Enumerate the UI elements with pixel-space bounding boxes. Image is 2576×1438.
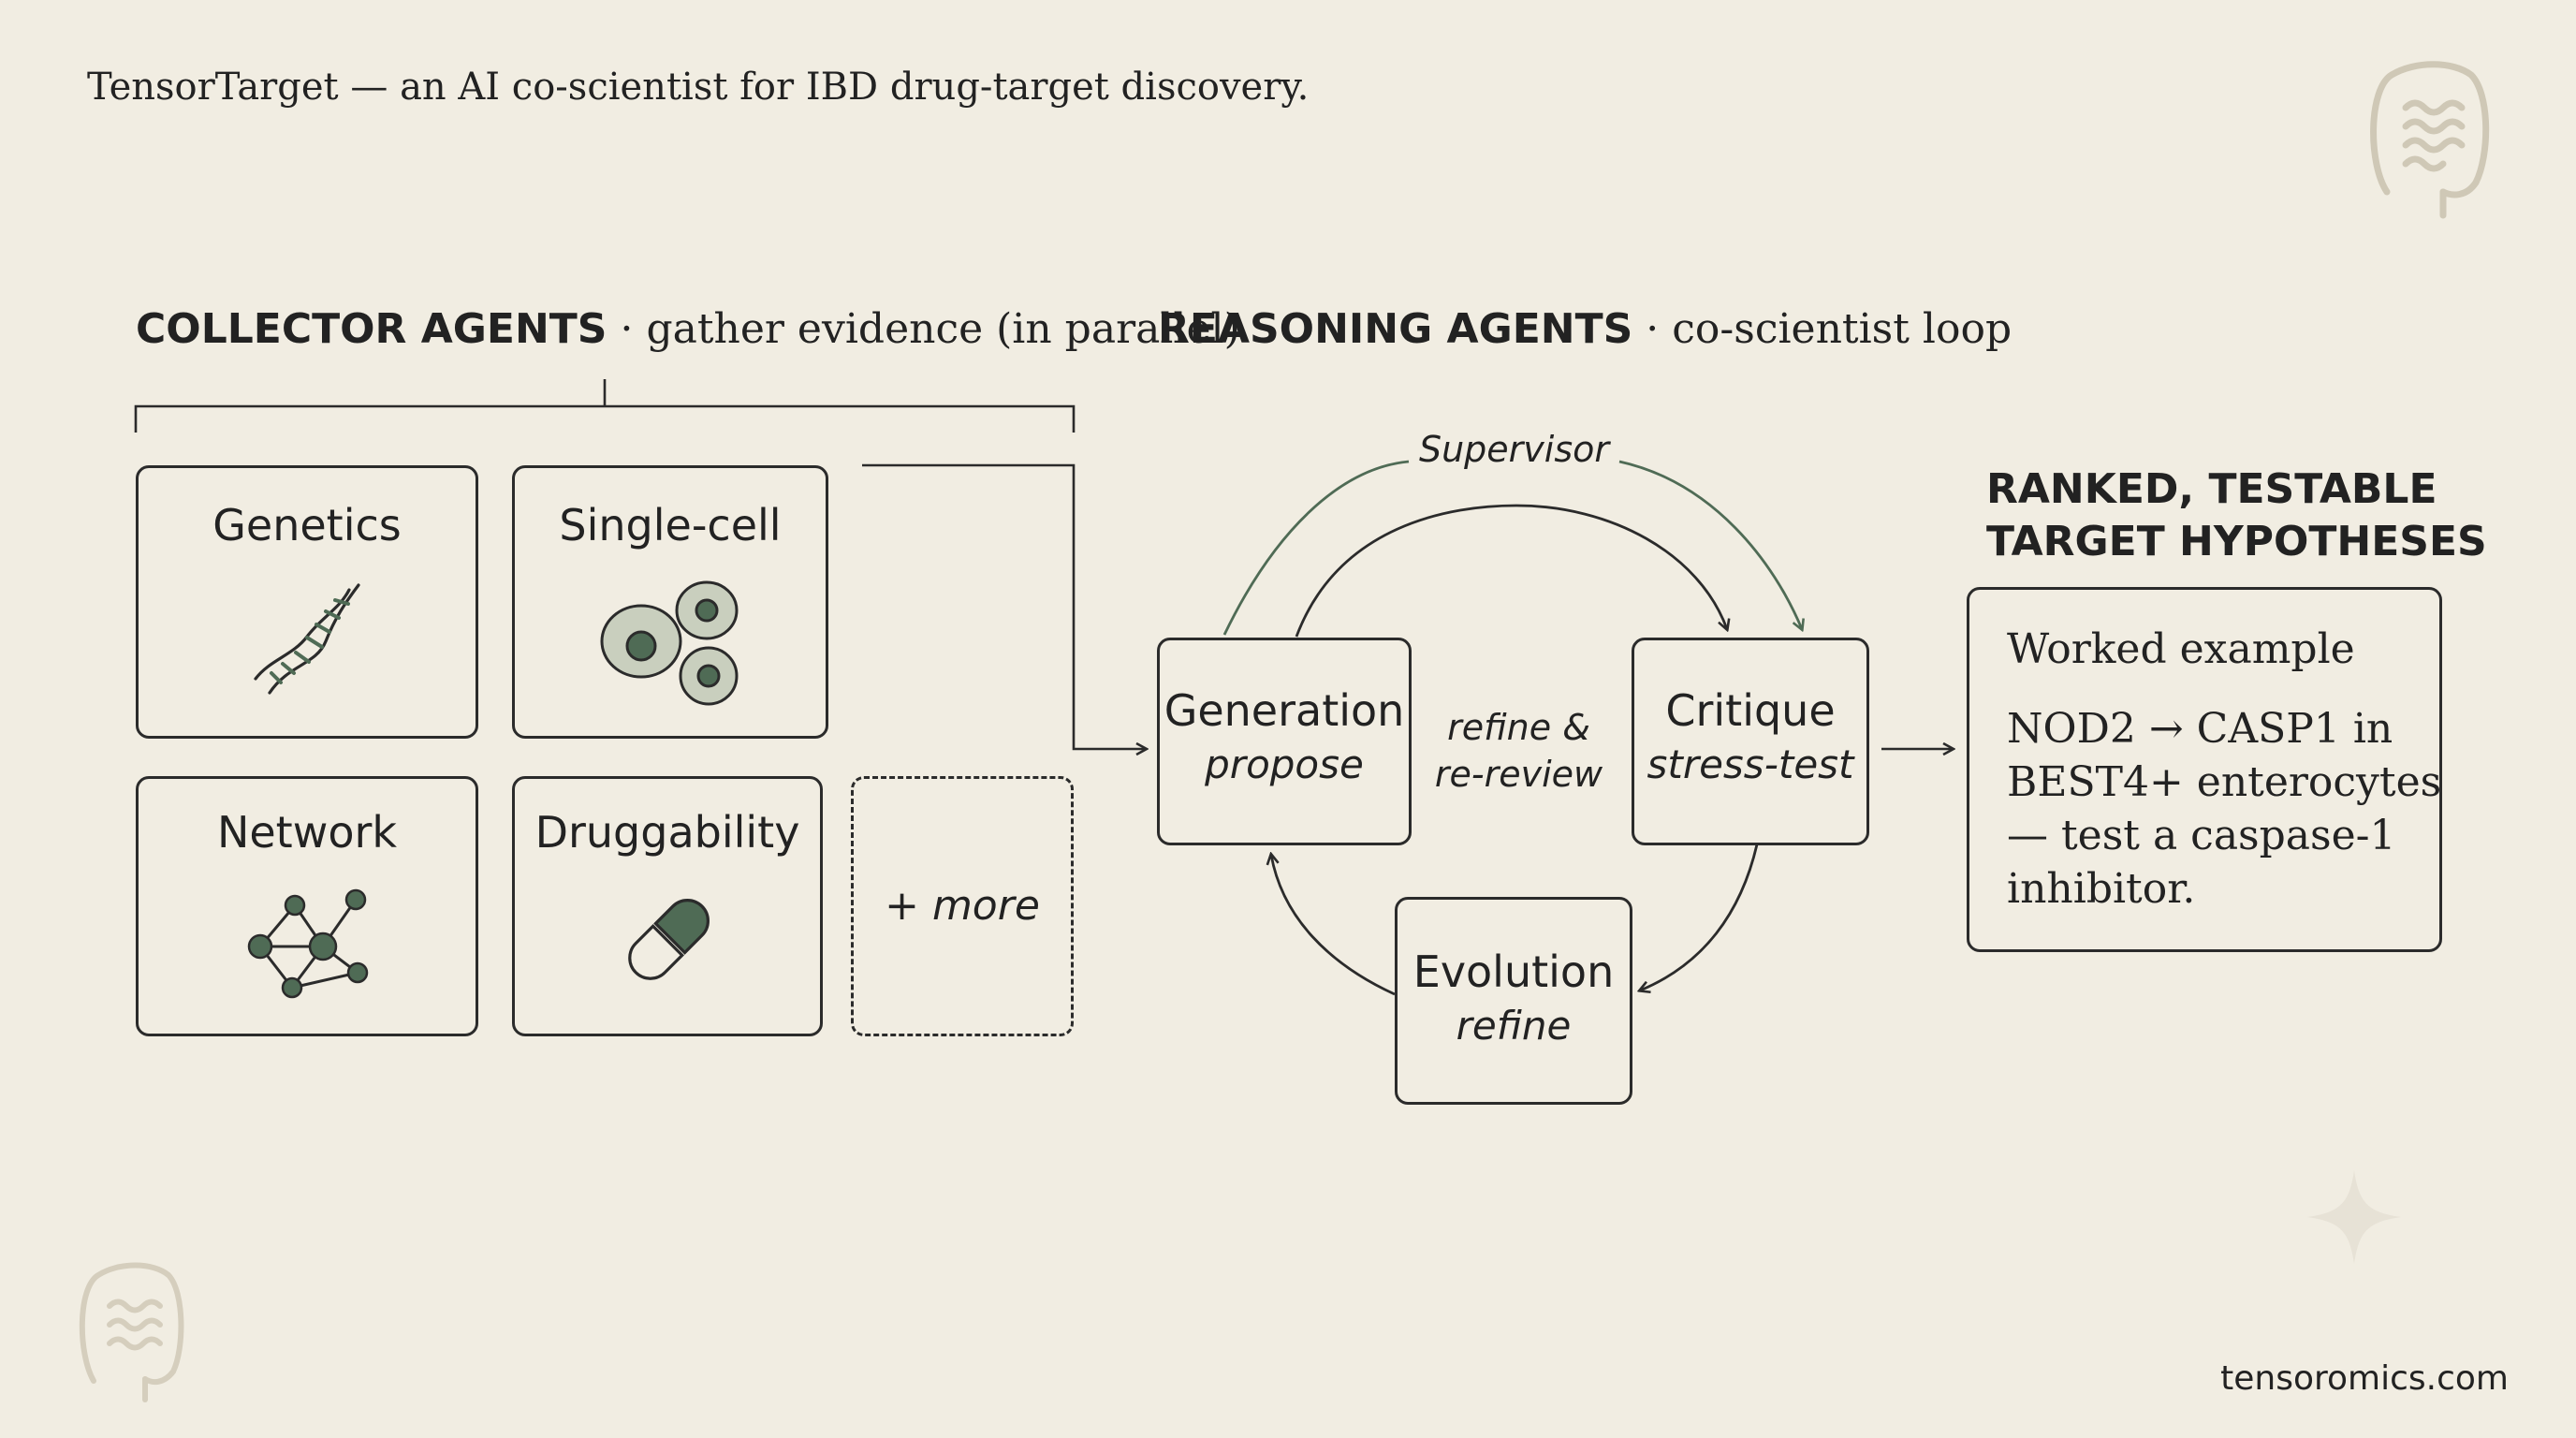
collector-bracket (134, 379, 1076, 433)
loop-label: refine & re-review (1427, 704, 1610, 798)
dna-icon (254, 583, 360, 695)
example-line: NOD2 → CASP1 in (2007, 705, 2393, 753)
example-line: inhibitor. (2007, 865, 2196, 913)
generation-to-critique-arrow (1295, 504, 1727, 638)
evolution-node: Evolution refine (1395, 897, 1632, 1105)
supervisor-left-arc (1222, 460, 1410, 636)
worked-example-text: NOD2 → CASP1 in BEST4+ enterocytes — tes… (2007, 702, 2441, 916)
collector-card-single-cell: Single-cell (512, 465, 828, 739)
collector-heading-bold: COLLECTOR AGENTS (136, 305, 607, 353)
collector-card-genetics: Genetics (136, 465, 478, 739)
output-heading-line-1: RANKED, TESTABLE (1986, 465, 2437, 513)
example-line: — test a caspase-1 (2007, 812, 2396, 859)
node-subtitle: stress-test (1647, 741, 1854, 787)
card-label: + more (885, 882, 1040, 930)
card-label: Network (216, 807, 398, 858)
reasoning-heading-bold: REASONING AGENTS (1158, 305, 1633, 353)
loop-label-line-2: re-review (1434, 754, 1603, 795)
collector-heading: COLLECTOR AGENTS · gather evidence (in p… (136, 305, 1240, 353)
collector-card-network: Network (136, 776, 478, 1036)
worked-example-title: Worked example (2007, 625, 2355, 673)
page-title: TensorTarget — an AI co-scientist for IB… (87, 66, 1310, 109)
card-label: Single-cell (559, 500, 782, 550)
network-icon (247, 888, 369, 999)
generation-node: Generation propose (1157, 638, 1412, 845)
sparkle-icon (2307, 1170, 2401, 1264)
card-label: Genetics (212, 500, 402, 550)
footer-site: tensoromics.com (2220, 1359, 2509, 1398)
reasoning-heading: REASONING AGENTS · co-scientist loop (1158, 305, 2012, 353)
intestine-watermark-icon (79, 1262, 184, 1402)
card-label: Druggability (534, 807, 800, 858)
collector-card-druggability: Druggability (512, 776, 823, 1036)
node-title: Evolution (1412, 946, 1615, 997)
supervisor-label: Supervisor (1418, 429, 1610, 470)
worked-example-box: Worked example NOD2 → CASP1 in BEST4+ en… (1967, 587, 2442, 952)
node-title: Critique (1665, 685, 1836, 736)
collector-to-generation-arrow (862, 463, 1146, 749)
reasoning-heading-rest: · co-scientist loop (1632, 305, 2012, 353)
example-line: BEST4+ enterocytes (2007, 758, 2442, 806)
cells-icon (600, 580, 739, 706)
supervisor-right-arc (1618, 460, 1802, 629)
intestine-watermark-icon (2370, 61, 2490, 219)
critique-to-evolution-arrow (1640, 844, 1759, 990)
evolution-to-generation-arrow (1271, 855, 1396, 996)
loop-label-line-1: refine & (1447, 707, 1590, 748)
pill-icon (628, 899, 710, 980)
output-heading: RANKED, TESTABLE TARGET HYPOTHESES (1986, 463, 2487, 568)
collector-card-more: + more (851, 776, 1074, 1036)
critique-node: Critique stress-test (1632, 638, 1869, 845)
node-title: Generation (1164, 685, 1405, 736)
node-subtitle: refine (1456, 1003, 1572, 1049)
node-subtitle: propose (1205, 741, 1364, 787)
collector-heading-rest: · gather evidence (in parallel) (607, 305, 1240, 353)
output-heading-line-2: TARGET HYPOTHESES (1986, 518, 2487, 565)
